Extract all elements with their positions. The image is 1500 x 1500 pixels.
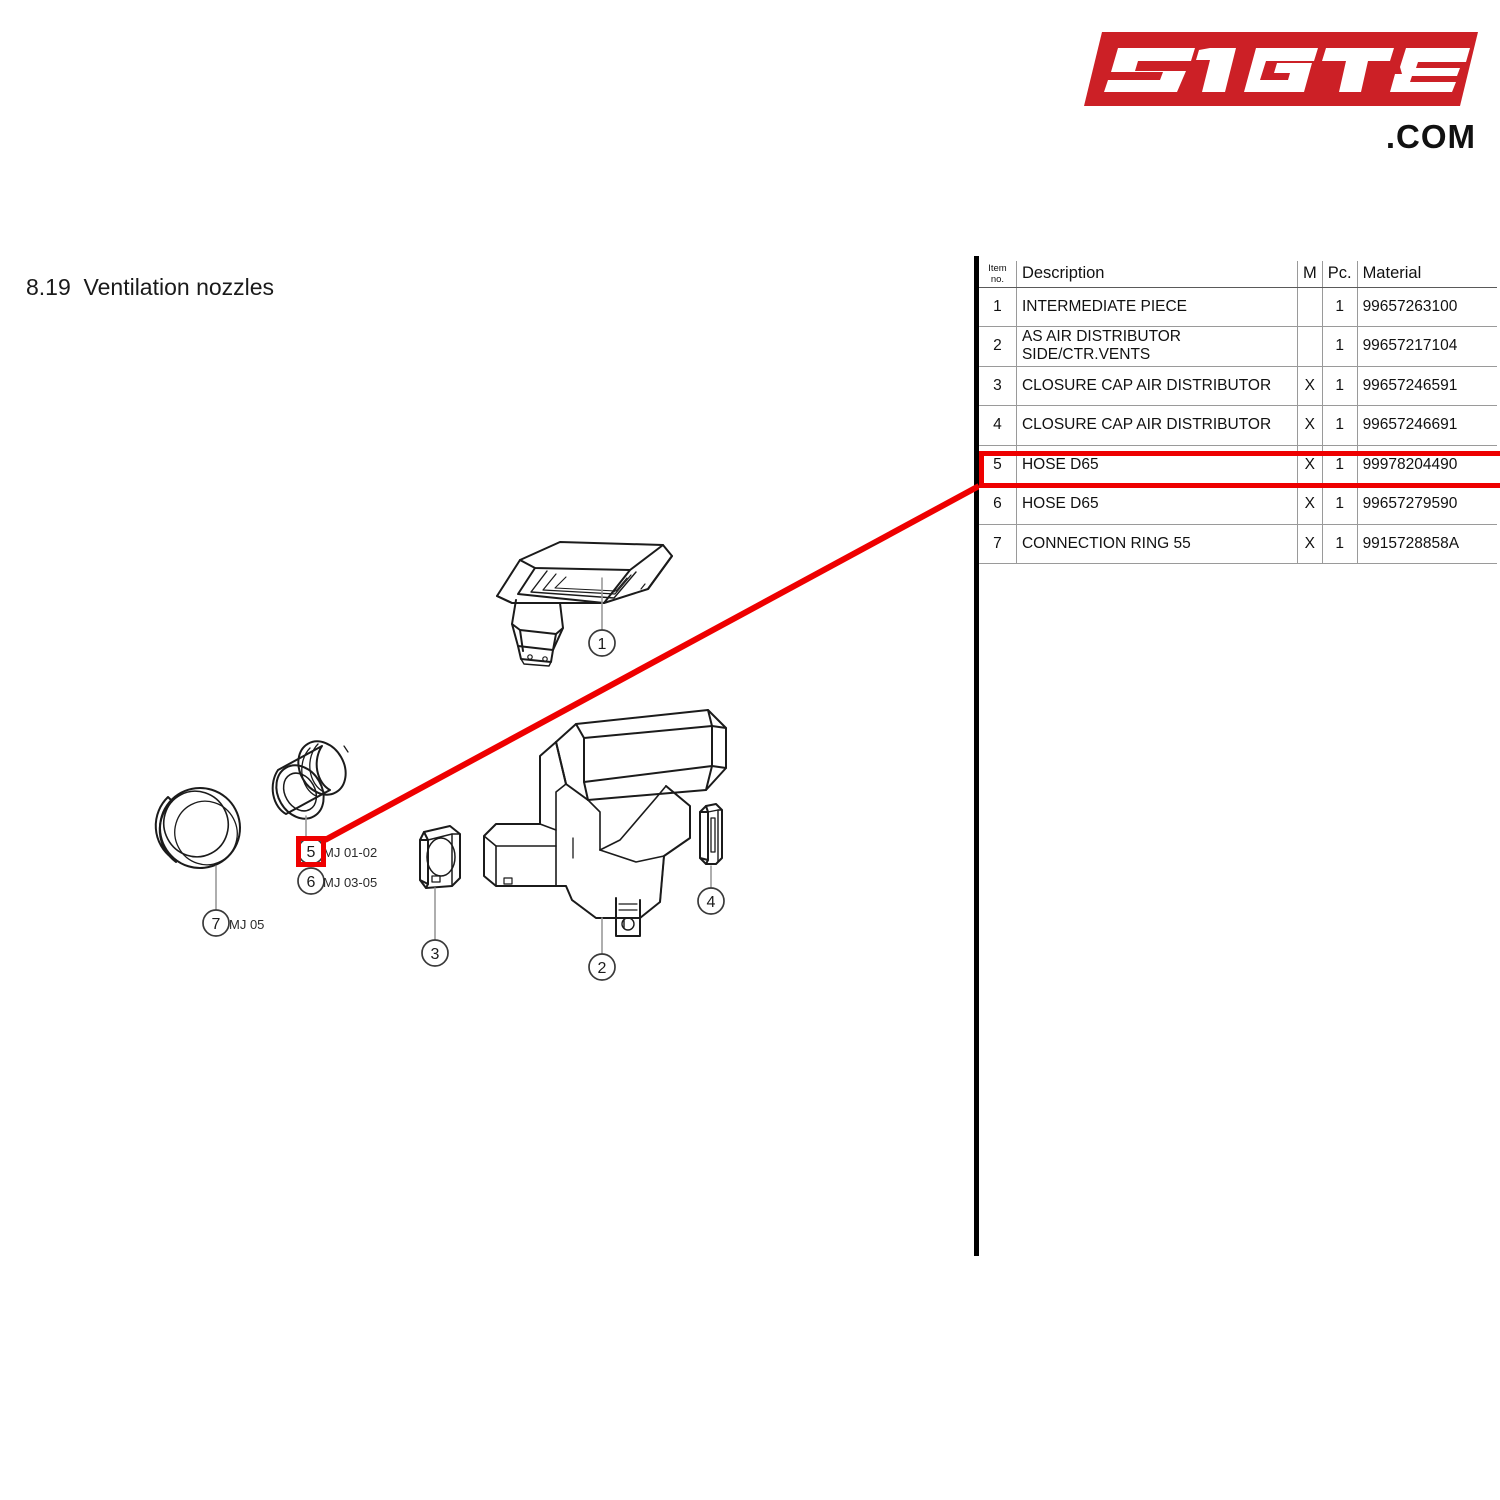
cell-material: 99657217104 [1357,326,1497,367]
cell-pc: 1 [1322,524,1358,564]
cell-pc: 1 [1322,484,1358,525]
cell-item-no: 7 [979,524,1017,564]
callout-2: 2 [588,953,616,981]
part-5-6-hose-d65 [271,740,349,820]
table-row[interactable]: 2 AS AIR DISTRIBUTOR SIDE/CTR.VENTS 1 99… [979,326,1497,367]
logo-dotcom-text: .COM [1385,118,1476,155]
cell-material: 99978204490 [1357,445,1497,485]
cell-pc: 1 [1322,326,1358,367]
cell-m [1297,287,1323,327]
page-title: 8.19 Ventilation nozzles [26,274,275,300]
cell-m: X [1297,366,1323,406]
cell-description: AS AIR DISTRIBUTOR SIDE/CTR.VENTS [1016,326,1298,367]
cell-description: CONNECTION RING 55 [1016,524,1298,564]
callout-1: 1 [588,629,616,657]
column-header-description: Description [1016,261,1298,288]
svg-text:1: 1 [598,636,607,653]
column-header-item-no: Item no. [979,261,1017,288]
cell-item-no: 3 [979,366,1017,406]
svg-text:4: 4 [707,894,716,911]
table-row-highlighted[interactable]: 5 HOSE D65 X 1 99978204490 [979,445,1497,485]
part-3-closure-cap [419,825,461,889]
table-row[interactable]: 3 CLOSURE CAP AIR DISTRIBUTOR X 1 996572… [979,366,1497,406]
callout-5-highlight-box [296,836,326,867]
table-body: 1 INTERMEDIATE PIECE 1 99657263100 2 AS … [979,287,1497,564]
callout-4: 4 [697,887,725,915]
table-row[interactable]: 7 CONNECTION RING 55 X 1 9915728858A [979,524,1497,564]
column-header-pc: Pc. [1322,261,1358,288]
cell-item-no: 2 [979,326,1017,367]
callout-5-note: MJ 01-02 [323,845,378,860]
cell-description: HOSE D65 [1016,445,1298,485]
callout-3: 3 [421,939,449,967]
cell-m: X [1297,445,1323,485]
callout-6: 6 [297,867,325,895]
cell-pc: 1 [1322,445,1358,485]
cell-m: X [1297,524,1323,564]
svg-text:5: 5 [307,844,316,861]
cell-material: 99657246691 [1357,405,1497,446]
cell-pc: 1 [1322,287,1358,327]
cell-description: INTERMEDIATE PIECE [1016,287,1298,327]
cell-m: X [1297,405,1323,446]
site-logo: .COM [1050,18,1480,155]
table-row[interactable]: 6 HOSE D65 X 1 99657279590 [979,484,1497,525]
svg-text:3: 3 [431,946,440,963]
svg-text:2: 2 [598,960,607,977]
cell-material: 99657263100 [1357,287,1497,327]
table-row[interactable]: 4 CLOSURE CAP AIR DISTRIBUTOR X 1 996572… [979,405,1497,446]
part-4-closure-cap-narrow [699,803,723,865]
table-row[interactable]: 1 INTERMEDIATE PIECE 1 99657263100 [979,287,1497,327]
callout-7-note: MJ 05 [229,917,265,932]
cell-pc: 1 [1322,405,1358,446]
cell-material: 9915728858A [1357,524,1497,564]
table-header-row: Item no. Description M Pc. Material [979,261,1497,288]
parts-list-table: Item no. Description M Pc. Material 1 IN… [979,261,1497,564]
column-header-m: M [1297,261,1323,288]
exploded-parts-diagram: 1 2 3 4 5 [154,541,727,981]
cell-material: 99657279590 [1357,484,1497,525]
cell-description: HOSE D65 [1016,484,1298,525]
svg-text:6: 6 [307,874,316,891]
cell-m: X [1297,484,1323,525]
cell-m [1297,326,1323,367]
callout-7: 7 [202,909,230,937]
cell-item-no: 5 [979,445,1017,485]
cell-item-no: 6 [979,484,1017,525]
cell-description: CLOSURE CAP AIR DISTRIBUTOR [1016,405,1298,446]
diagram-svg: 1 2 3 4 5 [154,541,727,981]
part-1-intermediate-piece [496,541,673,667]
logo-51gt3-wordmark [1084,32,1478,106]
cell-pc: 1 [1322,366,1358,406]
callout-6-note: MJ 03-05 [323,875,378,890]
cell-item-no: 1 [979,287,1017,327]
cell-description: CLOSURE CAP AIR DISTRIBUTOR [1016,366,1298,406]
part-7-connection-ring [154,787,241,869]
cell-item-no: 4 [979,405,1017,446]
cell-material: 99657246591 [1357,366,1497,406]
svg-text:7: 7 [212,916,221,933]
column-header-material: Material [1357,261,1497,288]
table-header: Item no. Description M Pc. Material [979,261,1497,288]
part-2-air-distributor [483,709,727,937]
